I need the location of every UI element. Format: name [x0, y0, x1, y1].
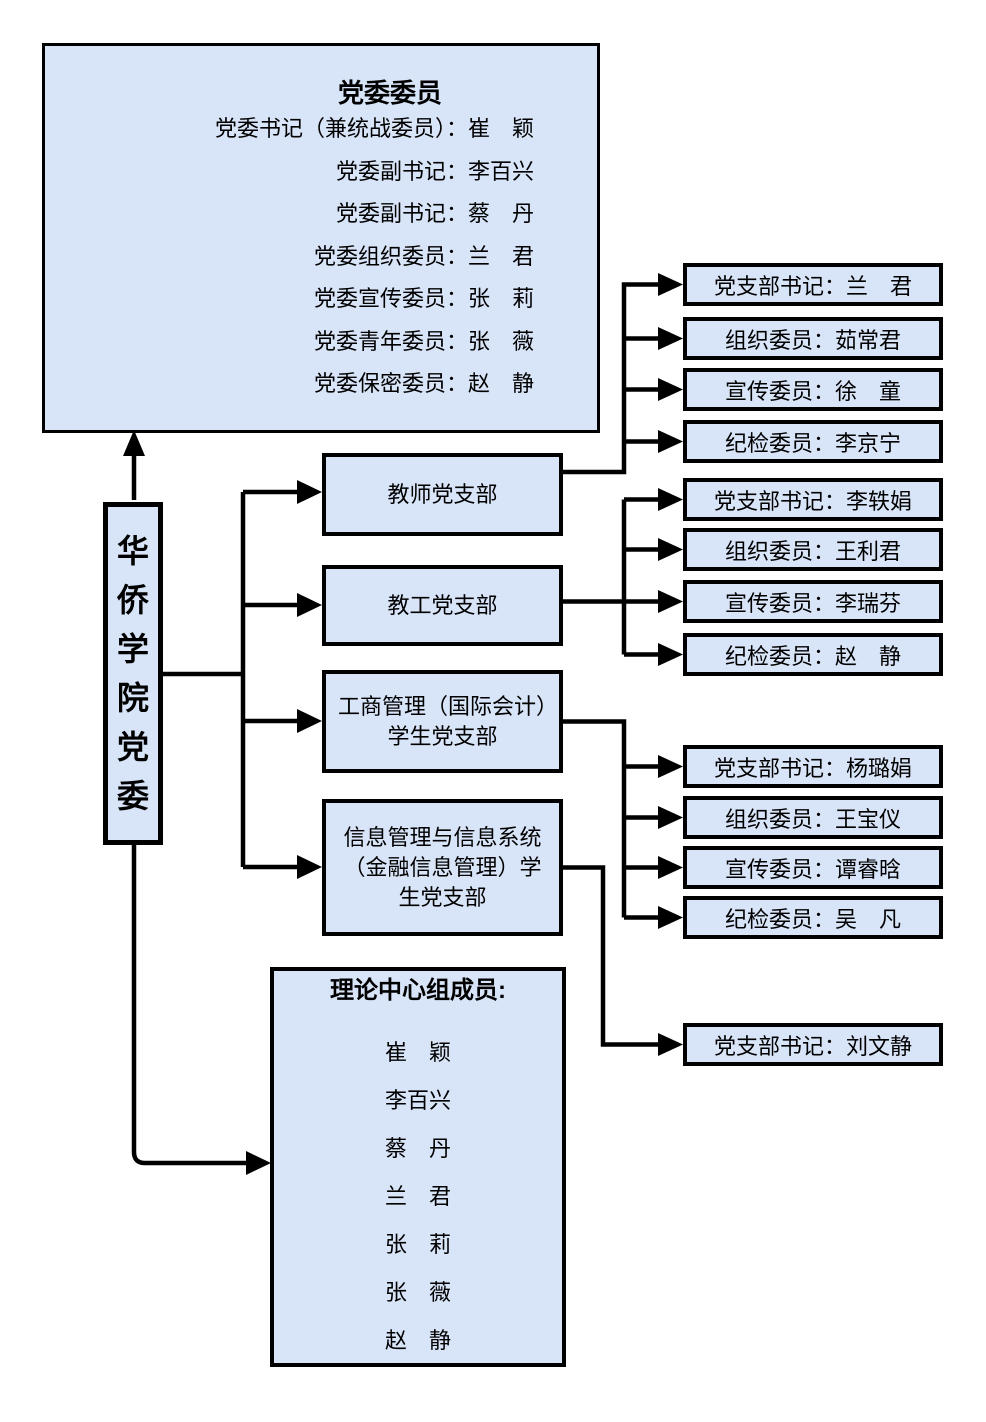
connector-teacher-branch-to-officers [560, 273, 683, 475]
officer-box: 党支部书记：李轶娟 [683, 478, 943, 521]
connector-staff-branch-to-officers [560, 488, 683, 666]
root-box: 华侨学院党委 [103, 502, 163, 845]
officer-label: 宣传委员：谭睿晗 [724, 856, 901, 882]
officer-label: 宣传委员：李瑞芬 [724, 590, 901, 616]
officer-box: 党支部书记：刘文静 [683, 1023, 943, 1066]
branch-label: 信息管理与信息系统（金融信息管理）学生党支部 [343, 824, 542, 910]
committee-member: 党委副书记：李百兴 [335, 158, 534, 184]
connector-business-branch-to-officers [560, 719, 683, 929]
officer-box: 组织委员：王利君 [683, 528, 943, 571]
theory-member: 张 莉 [384, 1232, 451, 1257]
committee-member: 党委组织委员：兰 君 [313, 243, 534, 269]
officer-box: 纪检委员：吴 凡 [683, 896, 943, 939]
theory-member: 赵 静 [384, 1328, 451, 1353]
officer-box: 宣传委员：李瑞芬 [683, 580, 943, 623]
branch-box-business-students: 工商管理（国际会计）学生党支部 [322, 670, 563, 773]
officer-label: 纪检委员：李京宁 [724, 430, 901, 456]
officer-label: 党支部书记：杨璐娟 [713, 755, 912, 781]
officer-box: 组织委员：王宝仪 [683, 796, 943, 839]
connector-root-to-branches [160, 480, 322, 879]
committee-title: 党委委员 [338, 78, 443, 108]
committee-member: 党委副书记：蔡 丹 [335, 201, 534, 226]
theory-member: 李百兴 [384, 1088, 451, 1113]
connector-root-to-theory [131, 843, 271, 1175]
committee-member: 党委青年委员：张 薇 [313, 328, 534, 354]
officer-label: 组织委员：茹常君 [724, 327, 901, 353]
branch-box-staff: 教工党支部 [322, 565, 563, 646]
theory-member: 崔 颖 [384, 1040, 451, 1065]
committee-box: 党委委员 党委书记（兼统战委员）：崔 颖 党委副书记：李百兴 党委副书记：蔡 丹… [42, 43, 600, 433]
officer-box: 宣传委员：谭睿晗 [683, 846, 943, 889]
officer-label: 党支部书记：刘文静 [713, 1033, 912, 1059]
branch-label: 工商管理（国际会计）学生党支部 [337, 693, 547, 749]
connector-info-branch-to-officer [560, 865, 683, 1056]
theory-member: 蔡 丹 [384, 1136, 451, 1161]
officer-box: 党支部书记：杨璐娟 [683, 745, 943, 788]
theory-member: 张 薇 [384, 1280, 451, 1305]
officer-box: 纪检委员：赵 静 [683, 633, 943, 676]
branch-label: 教师党支部 [387, 481, 498, 507]
officer-label: 纪检委员：吴 凡 [724, 906, 901, 932]
theory-group-title: 理论中心组成员: [330, 977, 506, 1004]
theory-group-box: 理论中心组成员: 崔 颖 李百兴 蔡 丹 兰 君 张 莉 张 薇 赵 静 [270, 967, 566, 1367]
committee-member: 党委宣传委员：张 莉 [313, 286, 534, 311]
officer-box: 党支部书记：兰 君 [683, 263, 943, 306]
officer-label: 纪检委员：赵 静 [724, 643, 901, 669]
branch-label: 教工党支部 [387, 592, 498, 618]
committee-member: 党委书记（兼统战委员）：崔 颖 [214, 116, 534, 141]
theory-member-list: 崔 颖 李百兴 蔡 丹 兰 君 张 莉 张 薇 赵 静 [274, 1029, 562, 1365]
arrow-root-to-committee [123, 430, 145, 500]
branch-box-teacher: 教师党支部 [322, 453, 563, 536]
officer-box: 组织委员：茹常君 [683, 317, 943, 360]
root-label: 华侨学院党委 [116, 532, 149, 814]
officer-label: 组织委员：王宝仪 [724, 806, 901, 832]
officer-box: 纪检委员：李京宁 [683, 420, 943, 463]
officer-label: 党支部书记：兰 君 [713, 273, 912, 299]
officer-label: 党支部书记：李轶娟 [713, 488, 912, 514]
officer-label: 组织委员：王利君 [724, 538, 901, 564]
committee-member: 党委保密委员：赵 静 [313, 371, 534, 396]
branch-box-info-students: 信息管理与信息系统（金融信息管理）学生党支部 [322, 799, 563, 936]
theory-member: 兰 君 [384, 1184, 451, 1209]
committee-member-list: 党委书记（兼统战委员）：崔 颖 党委副书记：李百兴 党委副书记：蔡 丹 党委组织… [215, 108, 534, 406]
officer-box: 宣传委员：徐 童 [683, 368, 943, 411]
officer-label: 宣传委员：徐 童 [724, 378, 901, 404]
